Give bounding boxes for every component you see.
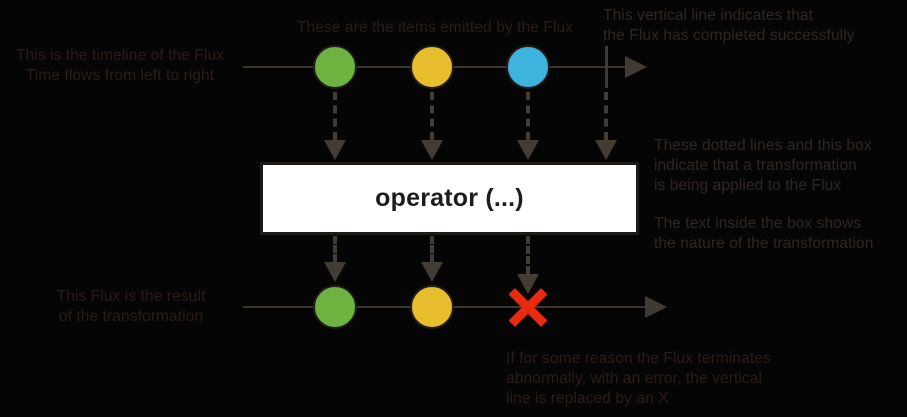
dashed-line-completion-in xyxy=(604,92,608,140)
annotation-timeline: This is the timeline of the Flux Time fl… xyxy=(15,47,225,84)
marble-yellow-result[interactable] xyxy=(410,285,454,329)
source-timeline-arrowhead xyxy=(625,56,647,78)
dashed-line-yellow-in xyxy=(430,92,434,140)
result-timeline-arrowhead xyxy=(645,296,667,318)
dashed-arrowhead-green-out xyxy=(324,262,346,282)
dashed-arrowhead-green-in xyxy=(324,140,346,160)
operator-label: operator (...) xyxy=(375,184,524,212)
annotation-error: If for some reason the Flux terminates a… xyxy=(506,350,771,407)
dashed-arrowhead-completion-in xyxy=(595,140,617,160)
annotation-items-emitted: These are the items emitted by the Flux xyxy=(296,19,574,36)
marble-green-result[interactable] xyxy=(313,285,357,329)
annotation-completion: This vertical line indicates that the Fl… xyxy=(603,7,855,44)
marble-green-source[interactable] xyxy=(313,45,357,89)
annotation-transformation: These dotted lines and this box indicate… xyxy=(654,137,872,194)
error-x-icon[interactable] xyxy=(505,284,551,330)
operator-box[interactable]: operator (...) xyxy=(260,162,639,235)
marble-blue-source[interactable] xyxy=(506,45,550,89)
dashed-arrowhead-yellow-in xyxy=(421,140,443,160)
dashed-line-yellow-out xyxy=(430,236,434,262)
dashed-arrowhead-blue-in xyxy=(517,140,539,160)
marble-yellow-source[interactable] xyxy=(410,45,454,89)
completion-bar xyxy=(605,46,608,88)
dashed-arrowhead-yellow-out xyxy=(421,262,443,282)
annotation-result: This Flux is the result of the transform… xyxy=(56,288,206,325)
dashed-line-blue-in xyxy=(526,92,530,140)
dashed-arrowhead-error-out xyxy=(517,274,539,294)
dashed-line-green-out xyxy=(333,236,337,262)
dashed-line-error-out xyxy=(526,236,530,274)
annotation-box-text: The text inside the box shows the nature… xyxy=(654,215,874,252)
dashed-line-green-in xyxy=(333,92,337,140)
